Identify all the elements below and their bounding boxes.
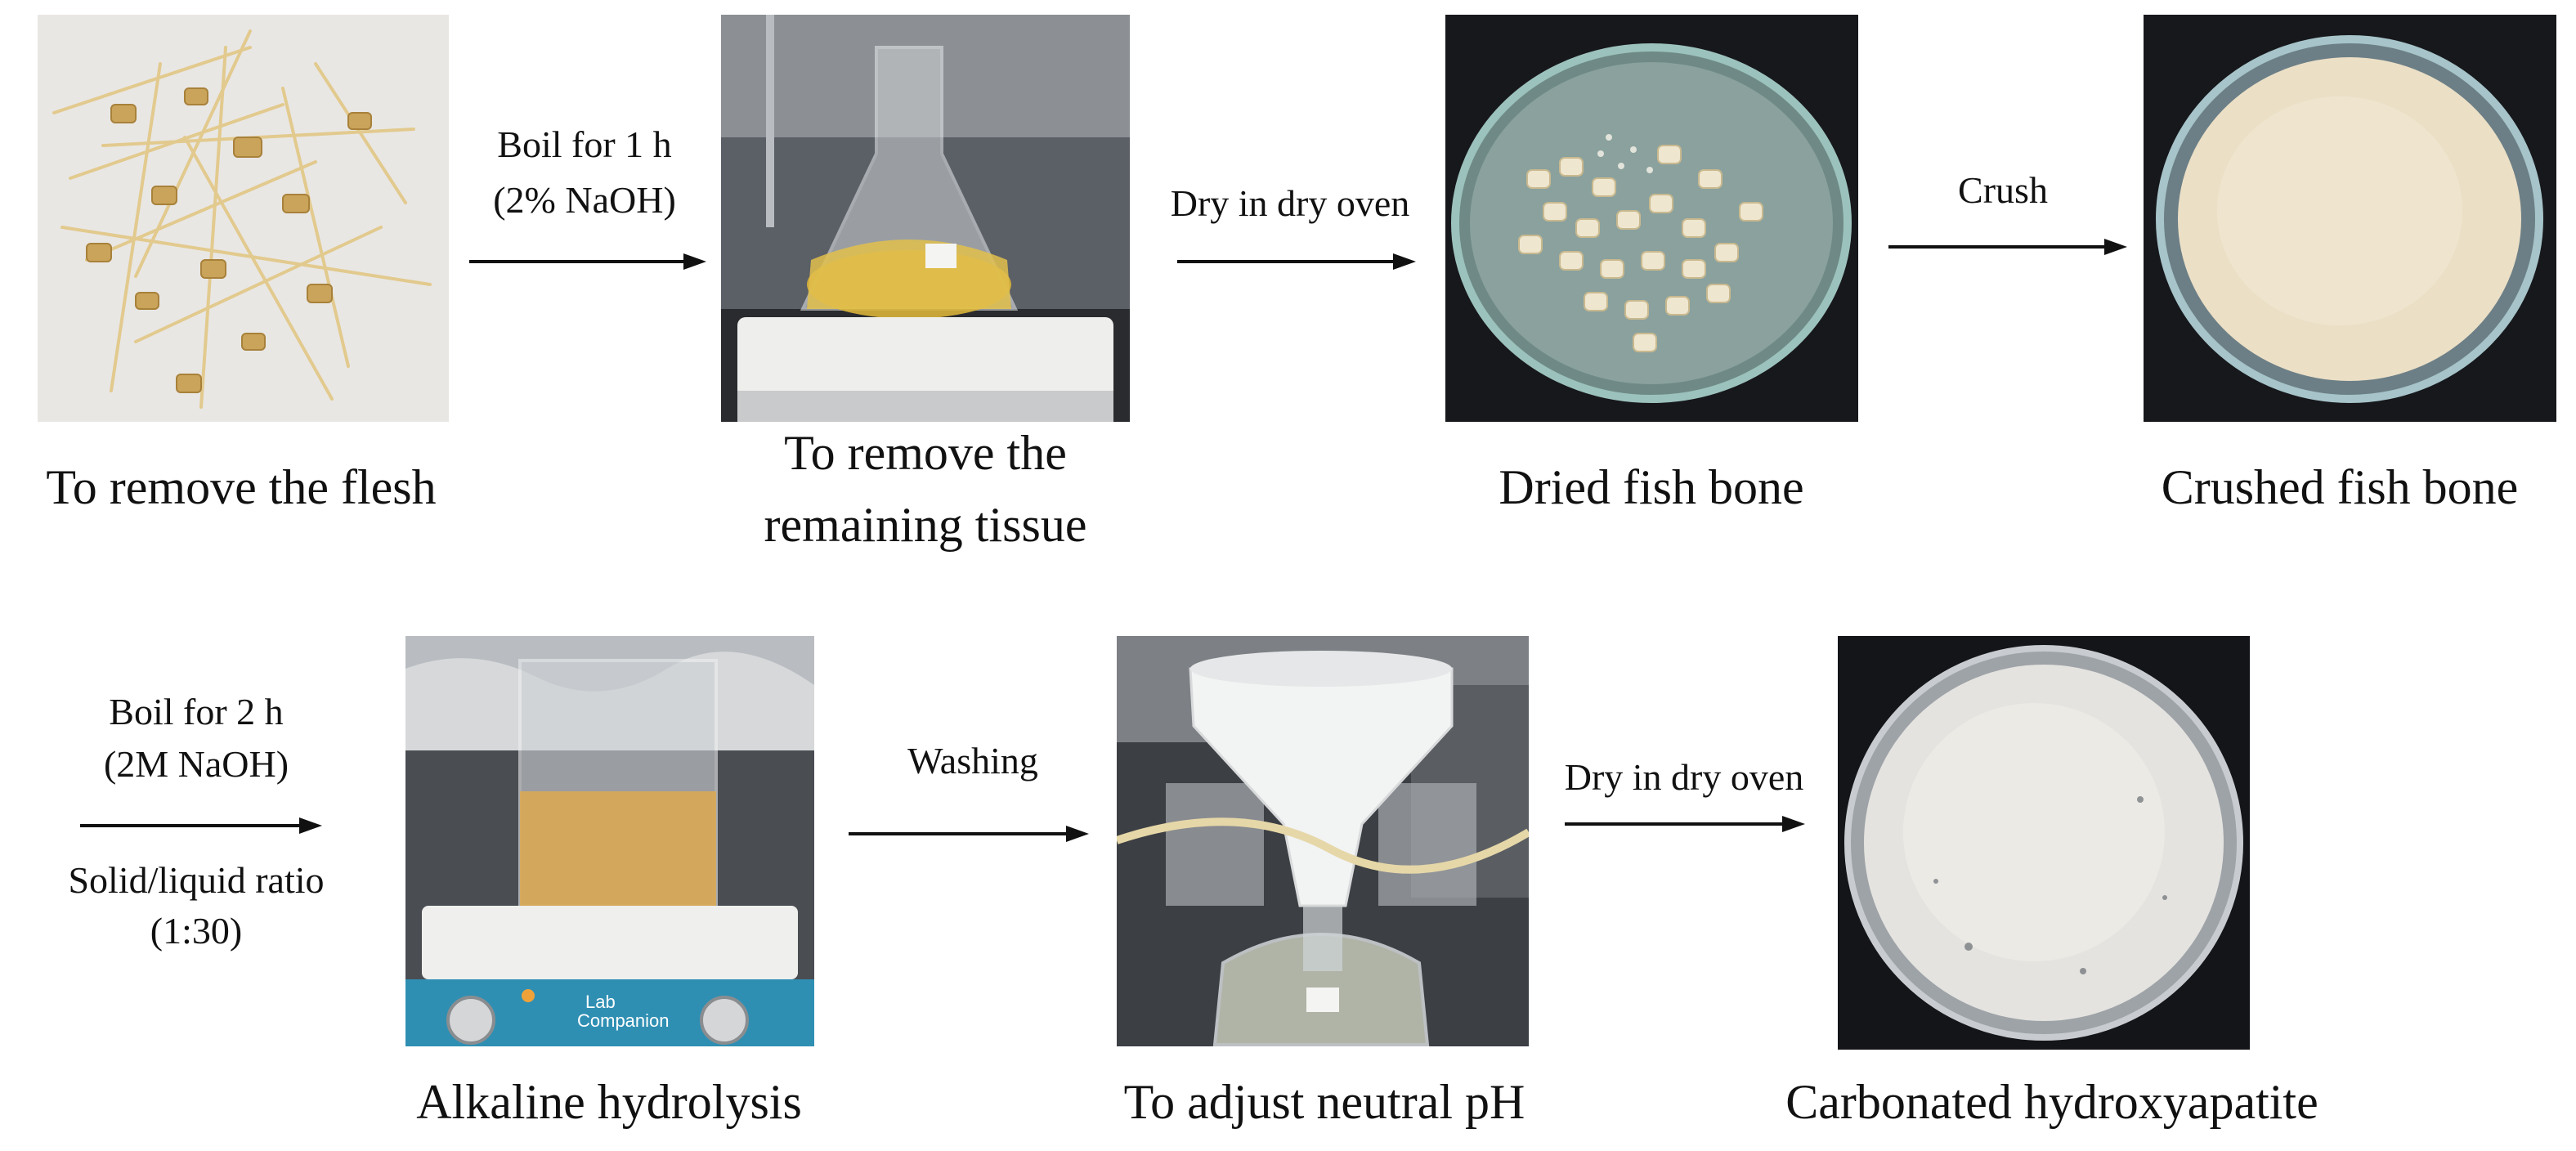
arrow-dry-1 xyxy=(1177,252,1416,271)
fish-bones-image xyxy=(38,15,449,422)
funnel-image xyxy=(1117,636,1529,1046)
caption-remove-tissue-line2: remaining tissue xyxy=(764,498,1087,552)
label-dry-2: Dry in dry oven xyxy=(1564,756,1804,798)
arrow-boil-1h xyxy=(469,252,706,271)
label-washing: Washing xyxy=(907,740,1038,782)
caption-crushed-bone: Crushed fish bone xyxy=(2161,460,2519,514)
stirrer-brand-line2: Companion xyxy=(577,1010,670,1031)
label-boil-1h-line2: (2% NaOH) xyxy=(493,179,676,221)
crushed-bone-dish-photo xyxy=(2144,15,2556,422)
caption-alkaline: Alkaline hydrolysis xyxy=(416,1075,802,1129)
label-ratio-line2: (1:30) xyxy=(150,910,243,952)
label-crush: Crush xyxy=(1958,169,2048,211)
beaker-on-stirrer-photo: Lab Companion xyxy=(405,636,814,1046)
filtration-funnel-photo xyxy=(1117,636,1529,1046)
caption-cha: Carbonated hydroxyapatite xyxy=(1785,1075,2318,1129)
caption-remove-flesh: To remove the flesh xyxy=(46,460,437,514)
label-boil-2h-line2: (2M NaOH) xyxy=(103,743,289,785)
dried-bone-dish-photo xyxy=(1445,15,1858,422)
white-powder-dish-photo xyxy=(1838,636,2250,1050)
arrow-dry-2 xyxy=(1565,814,1805,834)
crushed-bone-image xyxy=(2144,15,2556,422)
arrow-washing xyxy=(849,824,1089,844)
beaker-image: Lab Companion xyxy=(405,636,814,1046)
flask-on-hotplate-photo xyxy=(721,15,1130,422)
fish-bones-photo xyxy=(38,15,449,422)
flask-image xyxy=(721,15,1130,422)
caption-remove-tissue-line1: To remove the xyxy=(784,426,1067,480)
arrow-boil-2h xyxy=(80,816,322,835)
label-ratio-line1: Solid/liquid ratio xyxy=(68,859,325,901)
stirrer-brand-line1: Lab xyxy=(585,992,616,1012)
label-boil-2h-line1: Boil for 2 h xyxy=(109,691,284,732)
powder-image xyxy=(1838,636,2250,1050)
arrow-crush xyxy=(1888,237,2127,257)
caption-neutral-ph: To adjust neutral pH xyxy=(1123,1075,1525,1129)
caption-dried-bone: Dried fish bone xyxy=(1499,460,1804,514)
dried-bone-image xyxy=(1445,15,1858,422)
label-boil-1h-line1: Boil for 1 h xyxy=(497,123,672,165)
label-dry-1: Dry in dry oven xyxy=(1170,182,1410,224)
